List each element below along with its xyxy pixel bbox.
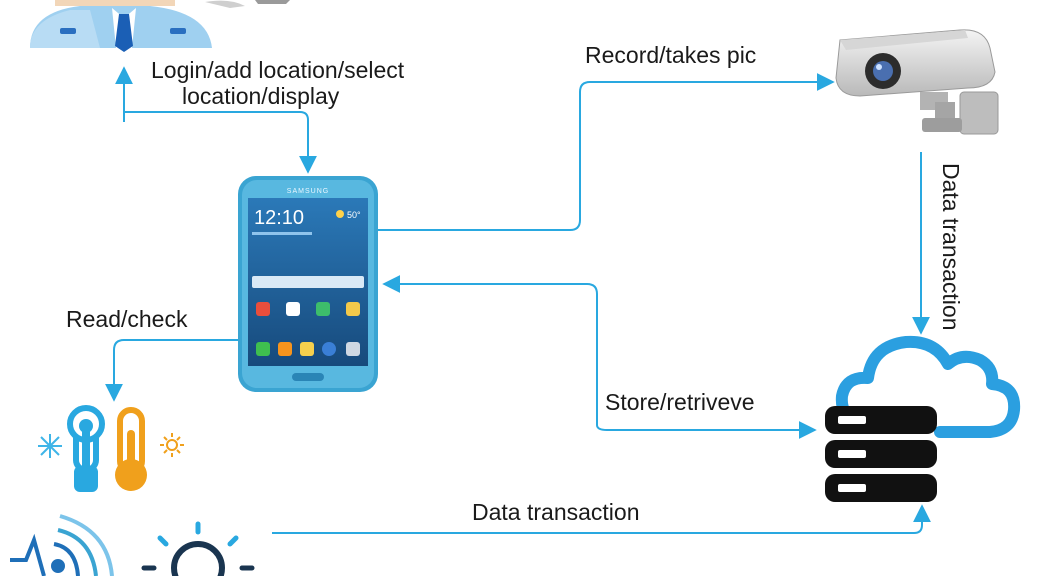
arrow-cloud-to-phone [382, 275, 598, 425]
label-read-check: Read/check [66, 306, 188, 332]
sensor-icon [10, 514, 114, 576]
arrow-phone-to-storage [596, 421, 817, 439]
label-data-transaction-vertical: Data transaction [938, 163, 964, 330]
phone-temp: 50° [347, 210, 361, 220]
label-data-transaction-bottom: Data transaction [472, 499, 639, 525]
arrow-phone-to-camera [378, 73, 835, 231]
smartphone-icon: SAMSUNG 12:10 50° [238, 176, 378, 392]
arrow-phone-to-thermometer [105, 339, 240, 402]
arrow-sensors-to-cloud [272, 504, 931, 534]
light-bulb-icon [141, 521, 255, 576]
sun-icon [160, 433, 184, 457]
label-login-line2: location/display [182, 83, 340, 109]
snowflake-icon [38, 434, 62, 458]
thermometer-icon [38, 405, 184, 492]
connectors [105, 66, 931, 534]
label-store: Store/retriveve [605, 389, 755, 415]
server-stack-icon [825, 406, 937, 502]
cloud-server-icon [825, 335, 1021, 502]
label-record: Record/takes pic [585, 42, 756, 68]
label-login-line1: Login/add location/select [151, 57, 405, 83]
arrow-user-phone-link [123, 111, 317, 174]
phone-brand: SAMSUNG [287, 188, 329, 195]
phone-app-grid [256, 302, 360, 356]
phone-time: 12:10 [254, 207, 304, 229]
user-icon [30, 0, 290, 52]
cctv-camera-icon [835, 29, 999, 135]
